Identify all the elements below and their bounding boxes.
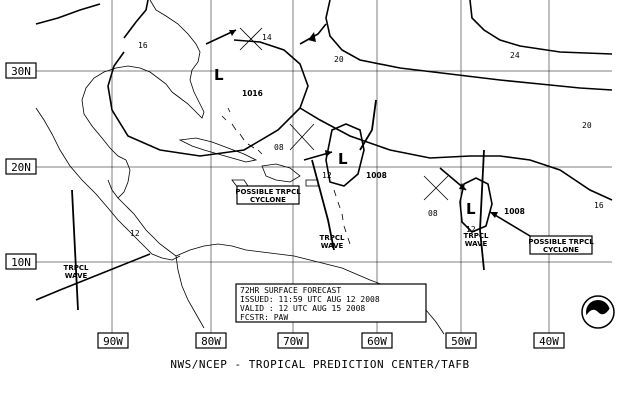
forecast-title: 72HR SURFACE FORECAST [240, 286, 341, 295]
lat-label-20n: 20N [11, 161, 31, 174]
lon-label-90w: 90W [103, 335, 123, 348]
svg-text:POSSIBLE TRPCL: POSSIBLE TRPCL [528, 238, 594, 246]
isobar-label: 12 [130, 229, 140, 238]
isobar-label: 16 [138, 41, 148, 50]
isobars [35, 0, 613, 301]
low-center-atlantic: L [466, 200, 476, 218]
isobar-label: 12 [322, 171, 332, 180]
lon-label-50w: 50W [451, 335, 471, 348]
svg-text:TRPCL: TRPCL [464, 232, 489, 240]
longitude-labels: 90W 80W 70W 60W 50W 40W [97, 332, 565, 349]
lon-label-60w: 60W [367, 335, 387, 348]
svg-text:WAVE: WAVE [321, 242, 344, 250]
pressure-label-1008-atlantic: 1008 [504, 207, 525, 216]
noaa-logo [581, 295, 615, 329]
isobar-label: 20 [582, 121, 592, 130]
svg-text:CYCLONE: CYCLONE [250, 196, 286, 204]
lat-label-10n: 10N [11, 256, 31, 269]
lon-label-40w: 40W [539, 335, 559, 348]
isobar-value-labels: 16 14 20 24 20 16 08 12 12 08 12 [130, 33, 604, 238]
forecast-info-box: 72HR SURFACE FORECAST ISSUED: 11:59 UTC … [235, 283, 427, 323]
isobar-label: 08 [274, 143, 284, 152]
forecast-valid: VALID : 12 UTC AUG 15 2008 [240, 304, 365, 313]
isobar-label: 20 [334, 55, 344, 64]
front-segment [299, 23, 327, 45]
isobar-label: 14 [262, 33, 272, 42]
wave-label-west: TRPCL WAVE [64, 264, 89, 280]
isobar-label: 08 [428, 209, 438, 218]
map-footer-credit: NWS/NCEP - TROPICAL PREDICTION CENTER/TA… [170, 358, 470, 371]
lat-label-30n: 30N [11, 65, 31, 78]
wave-label-caribbean: TRPCL WAVE [320, 234, 345, 250]
cyclone-label-east: POSSIBLE TRPCL CYCLONE [528, 235, 594, 255]
svg-text:TRPCL: TRPCL [320, 234, 345, 242]
motion-arrows [205, 29, 531, 237]
lon-label-70w: 70W [283, 335, 303, 348]
low-center-gulf: L [214, 66, 224, 84]
pressure-label-1008-caribbean: 1008 [366, 171, 387, 180]
latitude-labels: 30N 20N 10N [5, 62, 37, 270]
svg-text:POSSIBLE TRPCL: POSSIBLE TRPCL [235, 188, 301, 196]
svg-text:CYCLONE: CYCLONE [543, 246, 579, 254]
cyclone-label-west: POSSIBLE TRPCL CYCLONE [235, 185, 301, 205]
x-marks [239, 27, 449, 201]
svg-text:WAVE: WAVE [465, 240, 488, 248]
low-center-caribbean: L [338, 150, 348, 168]
isobar-label: 24 [510, 51, 520, 60]
forecast-forecaster: FCSTR: PAW [240, 313, 288, 322]
isobar-label: 12 [466, 225, 476, 234]
pressure-label-1016: 1016 [242, 89, 263, 98]
wave-label-atlantic: TRPCL WAVE [464, 232, 489, 248]
isobar-label: 16 [594, 201, 604, 210]
svg-text:TRPCL: TRPCL [64, 264, 89, 272]
svg-text:WAVE: WAVE [65, 272, 88, 280]
tropical-waves [71, 99, 485, 311]
forecast-issued: ISSUED: 11:59 UTC AUG 12 2008 [240, 295, 380, 304]
lon-label-80w: 80W [201, 335, 221, 348]
